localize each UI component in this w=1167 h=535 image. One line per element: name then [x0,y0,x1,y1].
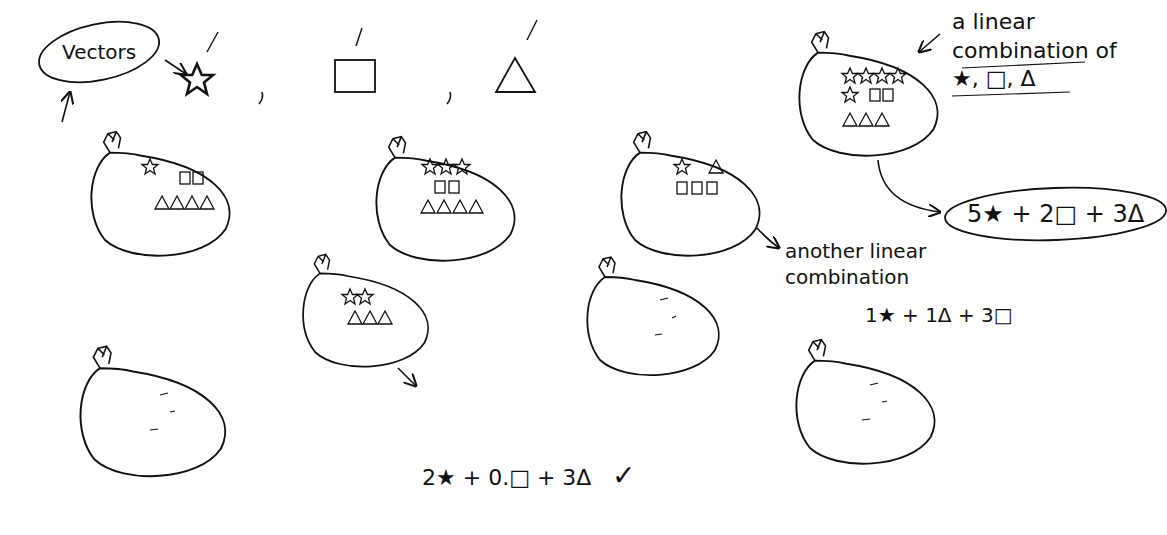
handwritten-note: 1★ + 1Δ + 3□ [865,302,1013,328]
handwritten-note: a linear combination of ★, □, Δ [952,8,1117,94]
circled-formula: 5★ + 2□ + 3Δ [945,188,1166,240]
ellipse-outline [944,184,1167,244]
ellipse-outline [34,12,165,92]
node-text: Vectors [62,40,136,64]
handwritten-note: 2★ + 0.□ + 3Δ [422,464,591,493]
handwritten-note: ✓ [612,458,635,494]
handwritten-note: another linear combination [785,238,985,290]
circled-word: Vectors [38,24,160,80]
node-text: 5★ + 2□ + 3Δ [967,200,1144,228]
